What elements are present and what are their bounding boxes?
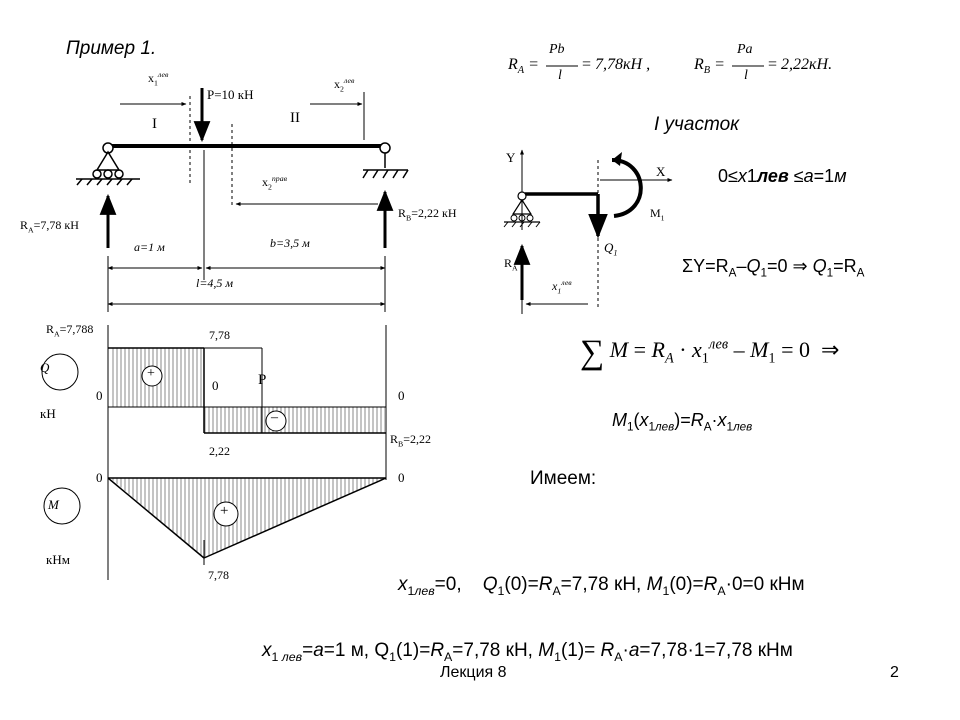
- label-load-p: P=10 кН: [207, 87, 254, 102]
- m-zero-right: 0: [398, 470, 405, 485]
- label-x2-left: x2лев: [334, 76, 355, 94]
- q-zero-right: 0: [398, 388, 405, 403]
- equation-case-1: x1 лев=a=1 м, Q1(1)=RA=7,78 кН, M1(1)= R…: [262, 640, 793, 664]
- m-diagram-name: M: [48, 497, 59, 512]
- formula-ra-numerator: Pb: [549, 42, 565, 57]
- q-diagram-name: Q: [40, 360, 50, 375]
- label-dim-l: l=4,5 м: [196, 276, 234, 290]
- label-x2-right: x2прав: [262, 174, 287, 192]
- q-label-left-value: 7,78: [209, 328, 230, 342]
- label-reaction-ra: RA=7,78 кН: [20, 218, 79, 235]
- segment-axis-y: Y: [506, 150, 516, 165]
- q-diagram: [41, 325, 387, 580]
- q-label-p: P: [258, 372, 267, 388]
- dimension-lines: [107, 150, 386, 312]
- formula-ra-lhs: RA =: [508, 56, 539, 77]
- formula-ra-denominator: l: [558, 68, 562, 83]
- formula-rb-result: = 2,22кН.: [768, 56, 833, 73]
- equation-case-0: x1лев=0, Q1(0)=RA=7,78 кН, M1(0)=RA·0=0 …: [398, 574, 805, 598]
- label-dim-b: b=3,5 м: [270, 236, 310, 250]
- m-zero-left: 0: [96, 470, 103, 485]
- m-diagram-badge: [43, 487, 81, 525]
- segment-title: I участок: [654, 114, 740, 135]
- equation-sum-m: ∑ M = RA · x1лев – M1 = 0 ⇒: [580, 334, 840, 371]
- segment-axis-x: X: [656, 164, 666, 179]
- page-title: Пример 1.: [66, 38, 157, 59]
- label-section-1: I: [152, 116, 157, 132]
- left-pin-support: [76, 142, 140, 186]
- q-minus-sign: –: [271, 410, 278, 425]
- q-diagram-unit: кН: [40, 406, 56, 421]
- formula-rb-numerator: Pa: [737, 42, 753, 57]
- q-zero-mid: 0: [212, 378, 219, 393]
- label-x1-left: x1лев: [148, 70, 169, 88]
- segment-reaction-label: RA: [504, 256, 518, 273]
- m-diagram: [43, 477, 387, 565]
- segment-shear-label: Q1: [604, 240, 618, 258]
- segment-moment-label: M1: [650, 206, 665, 223]
- label-reaction-rb: RB=2,22 кН: [398, 206, 457, 223]
- page-number: 2: [890, 664, 899, 681]
- q-diagram-badge: [41, 353, 79, 391]
- q-label-bottom-value: 2,22: [209, 444, 230, 458]
- formula-rb-denominator: l: [744, 68, 748, 83]
- equation-sum-y: ΣY=RA–Q1=0 ⇒ Q1=RA: [682, 256, 865, 280]
- label-section-2: II: [290, 110, 300, 126]
- q-label-rb: RB=2,22: [390, 432, 431, 449]
- equation-m1: M1(x1лев)=RA·x1лев: [612, 410, 753, 434]
- m-plus-sign: +: [220, 503, 229, 519]
- q-label-ra: RA=7,788: [46, 322, 94, 339]
- segment-fbd: [503, 149, 673, 314]
- formula-ra-result: = 7,78кН ,: [582, 56, 651, 73]
- segment-coord-label: x1лев: [552, 278, 572, 296]
- m-label-bottom-value: 7,78: [208, 568, 229, 582]
- label-have: Имеем:: [530, 468, 597, 489]
- right-roller-support: [362, 142, 409, 179]
- q-plus-sign: +: [147, 366, 155, 381]
- m-diagram-unit: кНм: [46, 552, 70, 567]
- label-dim-a: a=1 м: [134, 240, 165, 254]
- formula-rb-lhs: RB =: [694, 56, 725, 77]
- equation-range: 0≤x1лев ≤a=1м: [718, 166, 847, 186]
- q-zero-left: 0: [96, 388, 103, 403]
- footer-label: Лекция 8: [440, 664, 507, 681]
